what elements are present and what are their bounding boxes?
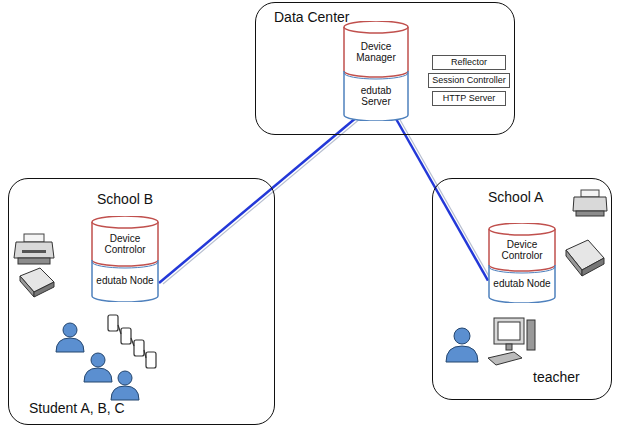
printer-icon [14,234,54,264]
cylinder-upper-label: Device Controlor [490,239,554,262]
box-label: HTTP Server [433,93,505,103]
cylinder-lower-label: edutab Server [345,85,407,108]
school-region: School A teacher Device Controlor edutab No… [432,178,612,400]
tablet-icons [108,315,156,368]
cylinder-upper-label: Device Manager [345,41,407,64]
node-cylinder: Device Controlor edutab Node [488,223,556,303]
school-region: School B Student A, B, C Device Controlor e… [8,178,275,425]
cylinder-lower-label: edutab Node [490,278,554,290]
connector-shadow [163,118,361,284]
region-title: School A [488,189,543,205]
printer-icon [573,190,607,216]
network-link [159,117,357,283]
cylinder-shape [91,216,159,302]
region-title: School B [97,191,153,207]
data-center-region: Data CenterDevice Manager edutab Server Re… [255,2,515,135]
service-box: Reflector [432,55,506,70]
region-title: Data Center [274,9,349,25]
student-icons [56,323,139,400]
service-box: HTTP Server [432,91,506,106]
cylinder-upper-label: Device Controlor [93,233,157,256]
service-box: Session Controller [428,73,510,88]
network-link [395,117,488,281]
connector-shadow [399,118,492,282]
computer-icon [488,318,535,365]
scanner-icon [20,268,54,297]
node-cylinder: Device Controlor edutab Node [91,216,159,302]
teacher-icon [446,328,478,362]
box-label: Reflector [433,57,505,67]
cylinder-lower-label: edutab Node [93,275,157,287]
server-cylinder: Device Manager edutab Server [343,21,409,121]
cylinder-shape [488,223,556,303]
box-label: Session Controller [429,75,509,85]
group-label: Student A, B, C [29,400,125,416]
group-label: teacher [533,369,580,385]
scanner-icon [566,240,604,276]
